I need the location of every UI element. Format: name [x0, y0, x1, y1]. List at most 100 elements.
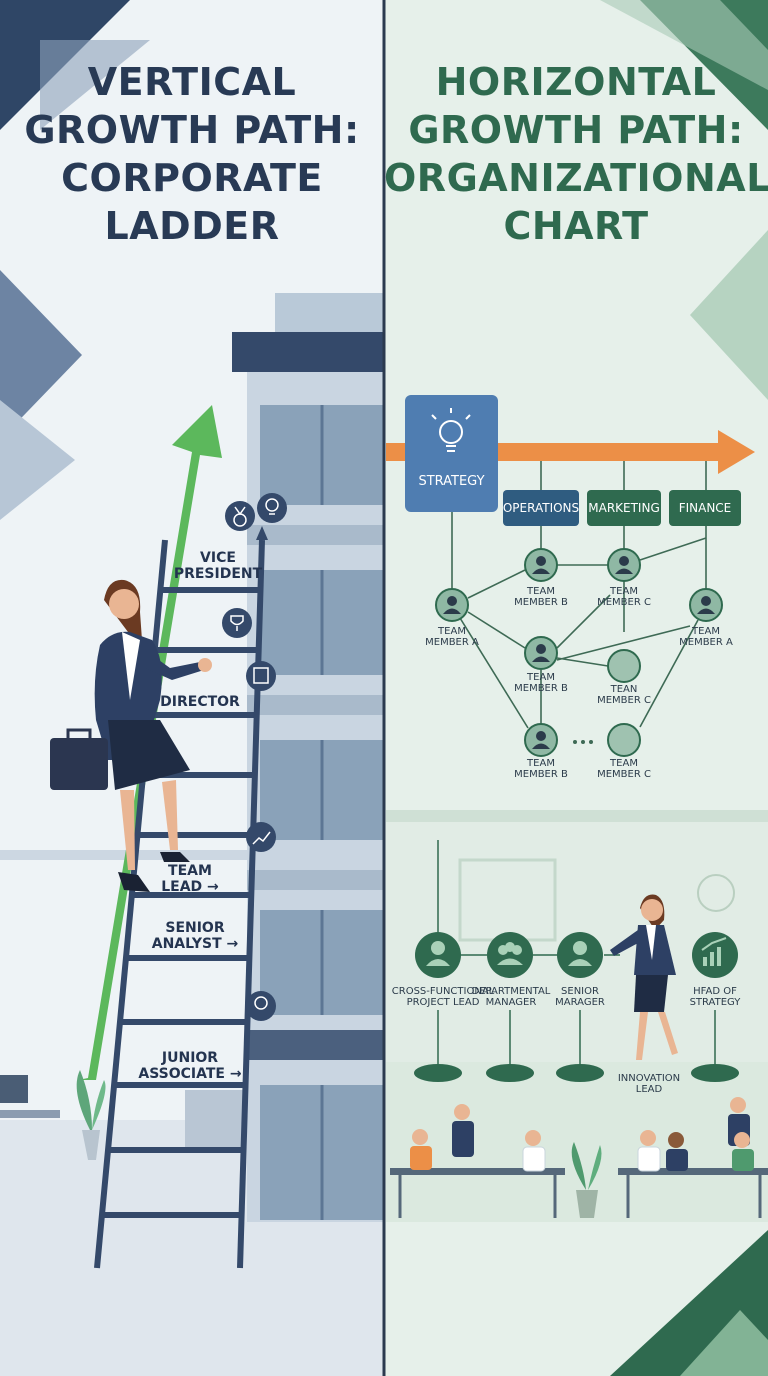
rung-label-line: ANALYST →	[150, 936, 240, 952]
role-label-line: INNOVATION	[617, 1073, 681, 1084]
growth-chart-icon	[246, 822, 276, 852]
rung-label-line: ASSOCIATE →	[135, 1066, 245, 1082]
arrow-icon: →	[229, 1066, 242, 1082]
team-node-label-line: MEMBER B	[514, 597, 568, 608]
office-desk	[0, 1110, 60, 1118]
rung-label-text: ASSOCIATE	[138, 1066, 225, 1082]
department-operations: OPERATIONS	[503, 490, 579, 526]
role-label-line: STRATEGY	[689, 997, 741, 1008]
team-node-label-line: TEAM	[527, 672, 555, 683]
empty-team-node	[607, 723, 641, 757]
climbing-businesswoman	[50, 579, 212, 892]
orange-timeline-arrow-icon	[386, 430, 755, 474]
left-title-line: GROWTH PATH:	[24, 108, 360, 152]
left-title-line: VERTICAL	[87, 60, 297, 104]
briefcase-icon	[50, 738, 108, 790]
left-corner-shape-light	[40, 40, 150, 130]
lightbulb-icon	[246, 991, 276, 1021]
right-title: HORIZONTAL GROWTH PATH: ORGANIZATIONAL C…	[384, 58, 768, 250]
medal-icon	[225, 501, 255, 531]
team-icon	[487, 932, 533, 978]
right-title-line: CHART	[503, 204, 649, 248]
trophy-icon	[222, 608, 252, 638]
right-title-line: GROWTH PATH:	[408, 108, 744, 152]
team-member-node	[524, 636, 558, 670]
ellipsis	[573, 740, 593, 744]
team-node-label-line: MEMBER B	[514, 683, 568, 694]
left-title-line: CORPORATE	[61, 156, 323, 200]
team-member-node	[524, 723, 558, 757]
spotlight	[486, 1064, 534, 1082]
right-bottom-shape-light	[680, 1310, 768, 1376]
role-label-line: SENIOR	[561, 986, 599, 997]
team-node-label-line: MEMBER C	[597, 695, 651, 706]
office-window	[0, 850, 384, 860]
team-member-node	[689, 588, 723, 622]
role-label-line: HFAD OF	[693, 986, 737, 997]
person-icon	[701, 596, 711, 606]
office-floor-right	[386, 1062, 768, 1222]
team-node-label-line: TEAN	[610, 684, 638, 695]
lightbulb-icon	[431, 408, 471, 452]
rung-label-text: ANALYST	[151, 936, 222, 952]
role-label-line: PROJECT LEAD	[406, 997, 480, 1008]
right-title-line: ORGANIZATIONAL	[384, 156, 768, 200]
right-title-line: HORIZONTAL	[435, 60, 717, 104]
left-title-line: LADDER	[104, 204, 280, 248]
left-side-diamond	[0, 270, 82, 440]
meeting-table	[390, 1168, 768, 1218]
team-node-label-line: TEAM	[527, 758, 555, 769]
plant-icon	[571, 1142, 602, 1218]
team-node-label-line: TEAM	[692, 626, 720, 637]
spotlight	[414, 1064, 462, 1082]
right-corner-shape-light	[600, 0, 768, 90]
office-monitor	[0, 1075, 28, 1103]
team-node-label-line: MEMBER A	[679, 637, 733, 648]
arrow-icon: →	[226, 936, 239, 952]
right-side-diamond	[690, 230, 768, 400]
building-icon	[246, 661, 276, 691]
rung-label-line: TEAM	[168, 863, 212, 879]
person-icon	[447, 596, 457, 606]
role-label-line: MANAGER	[485, 997, 537, 1008]
arrow-icon: →	[207, 879, 219, 895]
clock-icon	[697, 874, 735, 912]
person-icon	[536, 556, 546, 566]
department-marketing: MARKETING	[587, 490, 661, 526]
ladder-top-arrow-icon	[256, 526, 268, 540]
left-side-diamond-light	[0, 400, 75, 520]
team-member-node	[524, 548, 558, 582]
rung-label-vice-president: VICE PRESIDENT	[168, 550, 268, 582]
role-label-line: LEAD	[635, 1084, 663, 1095]
team-node-label-line: MEMBER A	[425, 637, 479, 648]
team-member-node	[435, 588, 469, 622]
team-node-label-line: MEMBER B	[514, 769, 568, 780]
team-node-label-line: MEMBER C	[597, 769, 651, 780]
rung-label-line: VICE	[200, 550, 236, 566]
rung-label-team-lead: TEAM LEAD →	[140, 863, 240, 895]
spotlight	[556, 1064, 604, 1082]
growth-chart-icon	[692, 932, 738, 978]
person-icon	[536, 731, 546, 741]
org-connectors	[451, 461, 707, 729]
rung-label-junior-associate: JUNIOR ASSOCIATE →	[135, 1050, 245, 1082]
department-finance: FINANCE	[669, 490, 741, 526]
team-node-label-line: TEAM	[527, 586, 555, 597]
office-shelf	[185, 1090, 245, 1150]
empty-team-node	[607, 649, 641, 683]
person-icon	[415, 932, 461, 978]
meeting-people	[410, 1097, 754, 1172]
rung-label-line: LEAD →	[140, 879, 240, 895]
